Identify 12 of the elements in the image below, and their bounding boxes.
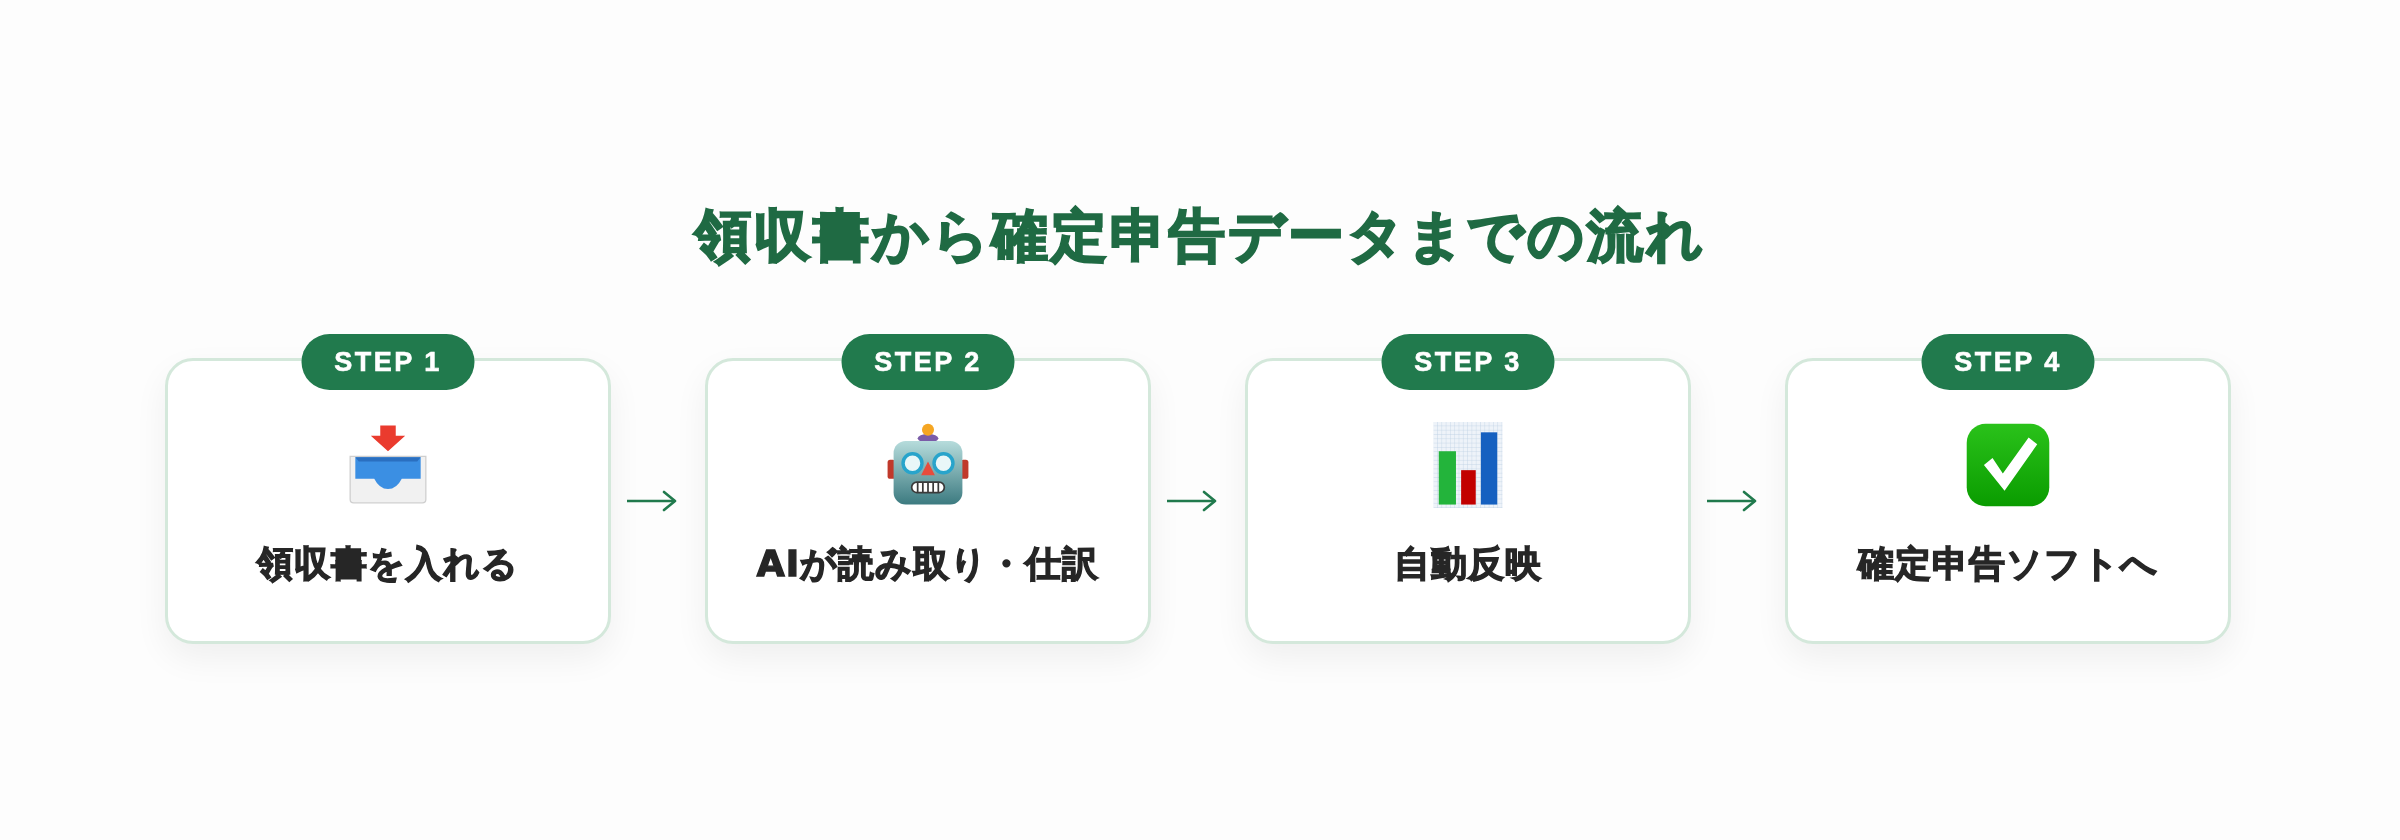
arrow bbox=[1707, 490, 1757, 512]
step-badge: STEP 3 bbox=[1381, 334, 1555, 390]
diagram-title: 領収書から確定申告データまでの流れ bbox=[694, 202, 1706, 270]
step-title: 確定申告ソフトへ bbox=[1858, 542, 2158, 586]
step-badge: STEP 4 bbox=[1921, 334, 2095, 390]
step-title: 領収書を入れる bbox=[257, 542, 519, 586]
arrow bbox=[627, 490, 677, 512]
arrow bbox=[1167, 490, 1217, 512]
step-badge: STEP 2 bbox=[841, 334, 1015, 390]
step-badge: STEP 1 bbox=[301, 334, 475, 390]
step-title: AIが読み取り・仕訳 bbox=[756, 542, 1100, 586]
step-title: 自動反映 bbox=[1394, 542, 1542, 586]
